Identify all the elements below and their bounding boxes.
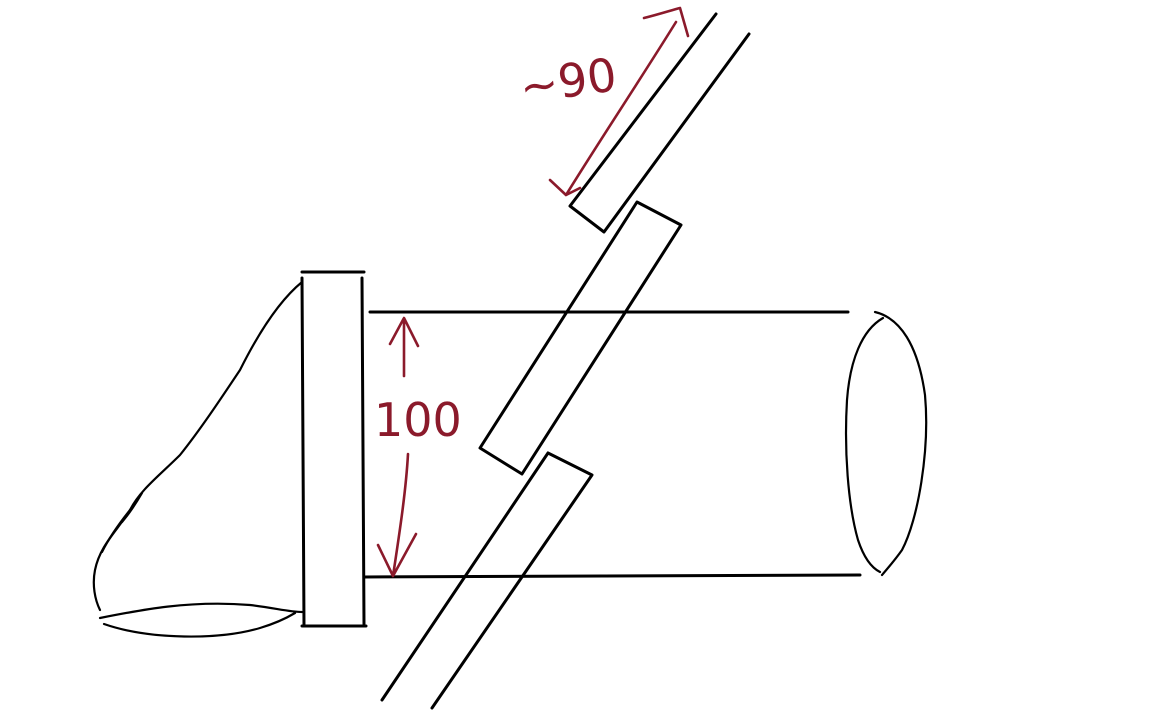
- dim-label-height: 100: [374, 393, 462, 447]
- left-end-shape: [92, 280, 304, 638]
- flange-right-edge: [360, 276, 366, 626]
- dim-arrow-down: [376, 452, 418, 578]
- flange-left-edge: [300, 276, 306, 628]
- slot-block: [478, 200, 683, 476]
- dim-label-slot: ~90: [516, 47, 620, 114]
- strap-upper: [568, 12, 751, 234]
- tube-bottom-line: [362, 573, 862, 579]
- dim-arrow-up: [388, 316, 420, 378]
- strap-lower: [380, 451, 594, 710]
- tube-right-end: [844, 310, 928, 577]
- left-end-scribble: [100, 491, 144, 554]
- dim-arrow-slot: [548, 6, 690, 197]
